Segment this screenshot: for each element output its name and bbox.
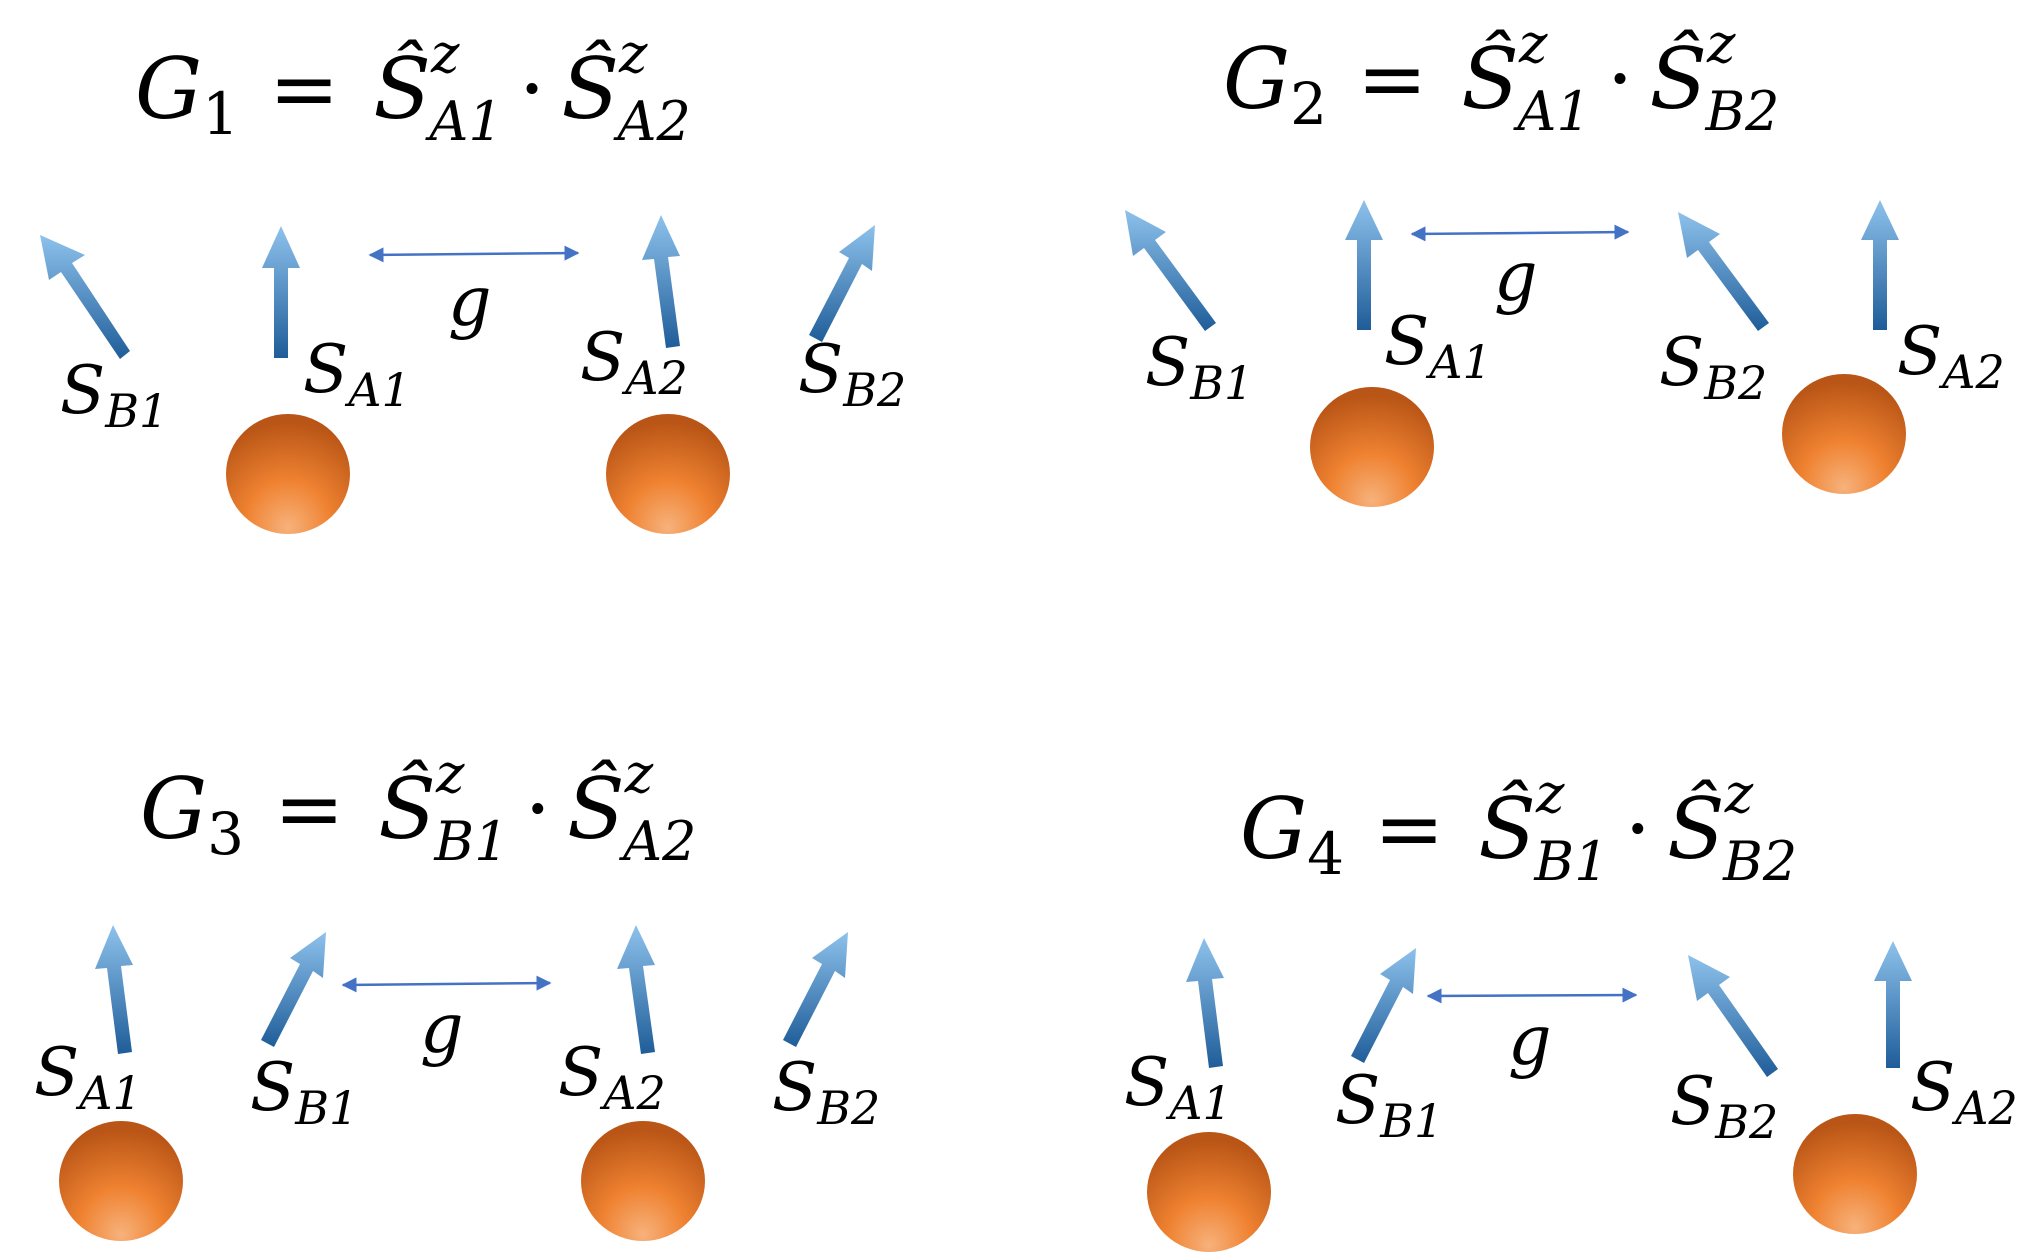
spin-arrow-b2 — [783, 932, 848, 1047]
atom-sphere — [1310, 387, 1434, 507]
spin-arrow-a2 — [617, 925, 655, 1054]
spin-label-b2: SB2 — [798, 331, 906, 417]
spin-arrow-a1 — [1186, 938, 1224, 1068]
atom-sphere — [581, 1121, 705, 1241]
spin-arrow-b2 — [1678, 212, 1769, 331]
spin-arrow-a1 — [262, 226, 300, 358]
spin-arrow-a2 — [1861, 200, 1899, 330]
spin-label-b2: SB2 — [1670, 1063, 1778, 1149]
spin-label-a1: SA1 — [1384, 303, 1492, 389]
spin-arrow-a2 — [642, 215, 680, 348]
spin-arrow-b1 — [40, 235, 130, 359]
atom-sphere — [1793, 1114, 1917, 1234]
spin-label-b1: SB1 — [1335, 1062, 1443, 1148]
spin-label-a1: SA1 — [303, 331, 411, 417]
spin-label-b1: SB1 — [60, 352, 168, 438]
spin-label-a2: SA2 — [1910, 1049, 2018, 1135]
spin-arrow-a1 — [1345, 200, 1383, 330]
spin-arrow-a1 — [95, 925, 133, 1054]
spin-arrow-b2 — [1688, 955, 1778, 1077]
spin-label-b2: SB2 — [1659, 324, 1767, 410]
coupling-arrow — [1410, 224, 1630, 242]
coupling-label: g — [448, 263, 492, 342]
coupling-arrow — [341, 975, 552, 993]
spin-label-a2: SA2 — [558, 1034, 666, 1120]
atom-sphere — [226, 414, 350, 534]
atom-sphere — [1782, 374, 1906, 494]
spin-arrow-a2 — [1874, 941, 1912, 1068]
spin-label-a2: SA2 — [580, 319, 688, 405]
spin-arrow-b1 — [261, 932, 326, 1047]
atom-sphere — [1147, 1132, 1271, 1252]
coupling-label: g — [1494, 238, 1538, 317]
spin-label-a1: SA1 — [1124, 1044, 1232, 1130]
spin-arrow-b2 — [809, 225, 875, 342]
spin-label-b1: SB1 — [1145, 324, 1253, 410]
spin-arrow-b1 — [1125, 210, 1216, 331]
atom-sphere — [606, 414, 730, 534]
coupling-arrow — [368, 245, 580, 263]
coupling-label: g — [1508, 1002, 1552, 1081]
coupling-arrow — [1426, 987, 1638, 1004]
spin-label-b1: SB1 — [250, 1049, 358, 1135]
spin-label-a1: SA1 — [34, 1034, 142, 1120]
spin-label-a2: SA2 — [1897, 313, 2005, 399]
spin-arrow-b1 — [1351, 948, 1416, 1063]
coupling-label: g — [420, 990, 464, 1069]
spin-label-b2: SB2 — [772, 1049, 880, 1135]
atom-sphere — [59, 1121, 183, 1241]
